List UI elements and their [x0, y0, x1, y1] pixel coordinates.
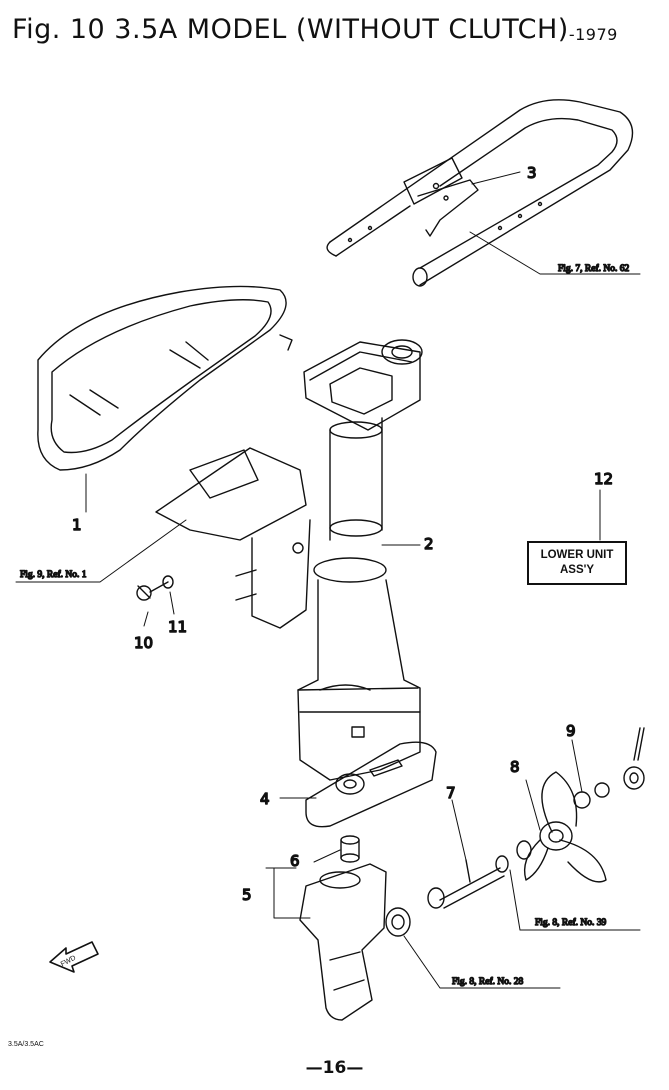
callout-10: 10: [134, 634, 153, 652]
callout-9: 9: [566, 722, 576, 740]
lower-unit-label-box: LOWER UNIT ASS'Y: [527, 541, 627, 585]
prop-hardware: [573, 727, 645, 809]
callout-11: 11: [168, 618, 187, 636]
ref-fig8-39: Fig. 8, Ref. No. 39: [535, 917, 607, 928]
model-code: 3.5A/3.5AC: [8, 1041, 44, 1048]
ref-fig8-28: Fig. 8, Ref. No. 28: [452, 976, 524, 987]
cavitation-plate: [305, 741, 437, 828]
spacer: [340, 835, 360, 863]
callout-8: 8: [510, 758, 520, 776]
label-box-line1: LOWER UNIT: [540, 549, 614, 561]
callout-1: 1: [72, 516, 82, 534]
drive-shaft-housing: [297, 339, 423, 781]
callout-4: 4: [260, 790, 270, 808]
fwd-arrow-icon: [49, 941, 99, 973]
propeller-shaft: [385, 840, 532, 937]
callout-7: 7: [446, 784, 456, 802]
ref-fig9: Fig. 9, Ref. No. 1: [20, 569, 87, 580]
tiller-handle: [326, 99, 634, 287]
title-year: -1979: [568, 25, 618, 44]
clamp-bracket: [155, 447, 311, 629]
page-title: Fig. 10 3.5A MODEL (WITHOUT CLUTCH)-1979: [12, 14, 618, 45]
bolt-washer: [136, 575, 174, 601]
fwd-arrow-label: FWD: [60, 955, 77, 969]
callout-5: 5: [242, 886, 252, 904]
callout-2: 2: [424, 535, 434, 553]
page-number: —16—: [305, 1058, 364, 1078]
cowling: [37, 285, 293, 471]
callout-12: 12: [594, 470, 613, 488]
ref-fig7: Fig. 7, Ref. No. 62: [558, 263, 630, 274]
callout-6: 6: [290, 852, 300, 870]
title-main: Fig. 10 3.5A MODEL (WITHOUT CLUTCH): [12, 14, 569, 45]
callout-3: 3: [527, 164, 537, 182]
propeller: [523, 771, 607, 883]
lower-case: [299, 863, 387, 1021]
leader-lines: [15, 171, 641, 989]
label-box-line2: ASS'Y: [559, 564, 595, 576]
